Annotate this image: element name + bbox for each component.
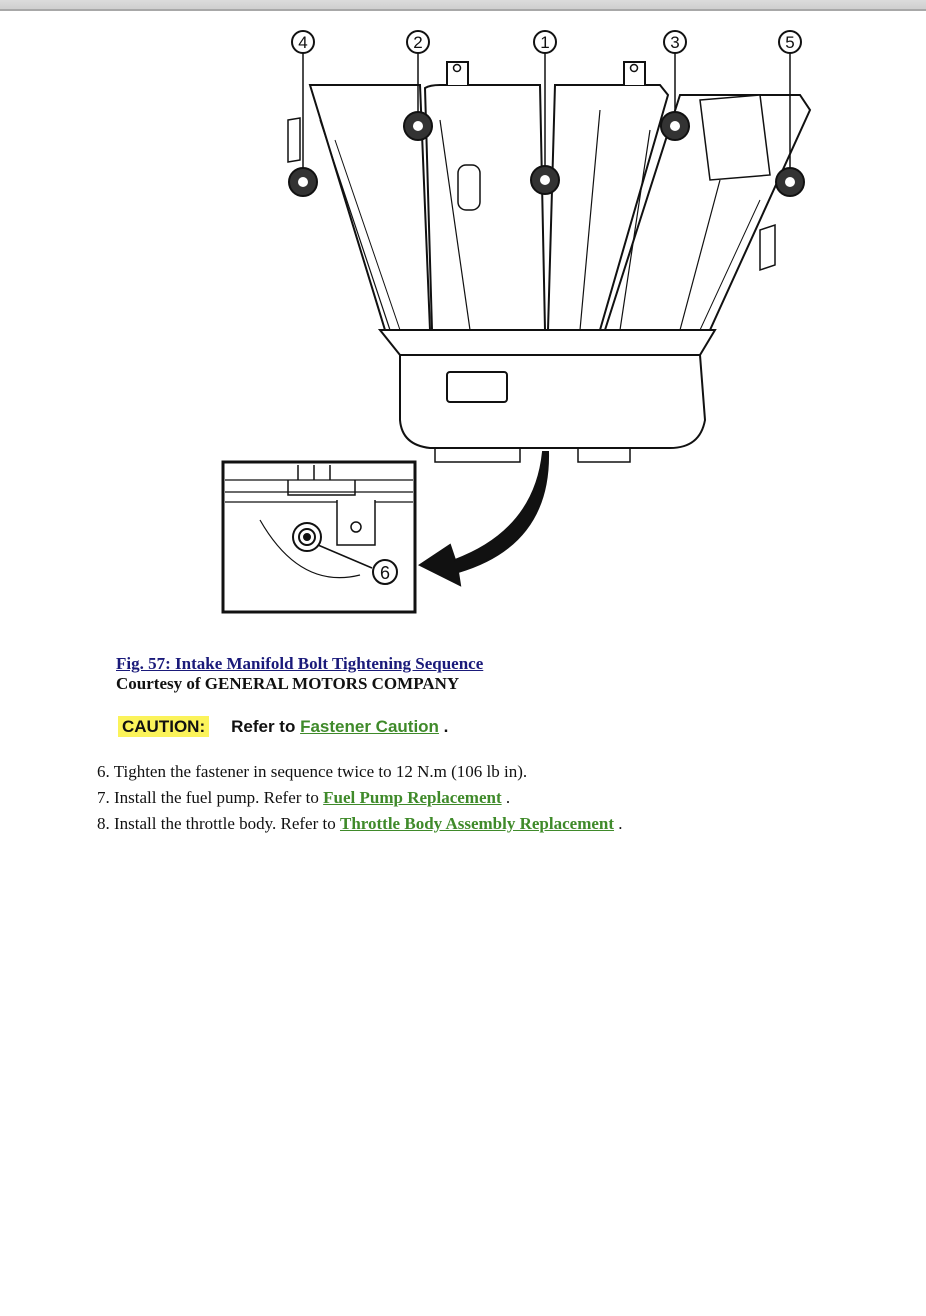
step-text: Tighten the fastener in sequence twice t… bbox=[113, 762, 528, 781]
callout-1: 1 bbox=[540, 33, 549, 52]
procedure-steps: 6. Tighten the fastener in sequence twic… bbox=[97, 759, 623, 837]
fastener-caution-link[interactable]: Fastener Caution bbox=[300, 717, 439, 736]
callout-3: 3 bbox=[670, 33, 679, 52]
caution-label: CAUTION: bbox=[118, 716, 210, 737]
viewer-top-bar bbox=[0, 0, 926, 11]
callout-5: 5 bbox=[785, 33, 794, 52]
step-number: 8. bbox=[97, 814, 110, 833]
figure-caption-link[interactable]: Fig. 57: Intake Manifold Bolt Tightening… bbox=[116, 654, 484, 673]
caution-text: Refer to bbox=[231, 717, 296, 736]
callout-2: 2 bbox=[413, 33, 422, 52]
figure-caption: Fig. 57: Intake Manifold Bolt Tightening… bbox=[116, 654, 483, 694]
step-text: Install the fuel pump. Refer to bbox=[114, 788, 319, 807]
figure-courtesy: Courtesy of GENERAL MOTORS COMPANY bbox=[116, 674, 460, 693]
fuel-pump-replacement-link[interactable]: Fuel Pump Replacement bbox=[323, 788, 502, 807]
step-number: 7. bbox=[97, 788, 110, 807]
callout-4: 4 bbox=[298, 33, 307, 52]
step-text: Install the throttle body. Refer to bbox=[114, 814, 336, 833]
step-8: 8. Install the throttle body. Refer to T… bbox=[97, 811, 623, 837]
step-end: . bbox=[618, 814, 623, 833]
step-7: 7. Install the fuel pump. Refer to Fuel … bbox=[97, 785, 623, 811]
callout-6: 6 bbox=[380, 563, 390, 583]
caution-end: . bbox=[443, 717, 449, 736]
step-number: 6. bbox=[97, 762, 110, 781]
throttle-body-replacement-link[interactable]: Throttle Body Assembly Replacement bbox=[339, 814, 615, 833]
step-end: . bbox=[505, 788, 511, 807]
intake-manifold-diagram: 1 2 3 4 5 6 bbox=[221, 30, 812, 614]
step-6: 6. Tighten the fastener in sequence twic… bbox=[97, 759, 623, 785]
caution-note: CAUTION: Refer to Fastener Caution . bbox=[118, 715, 448, 739]
